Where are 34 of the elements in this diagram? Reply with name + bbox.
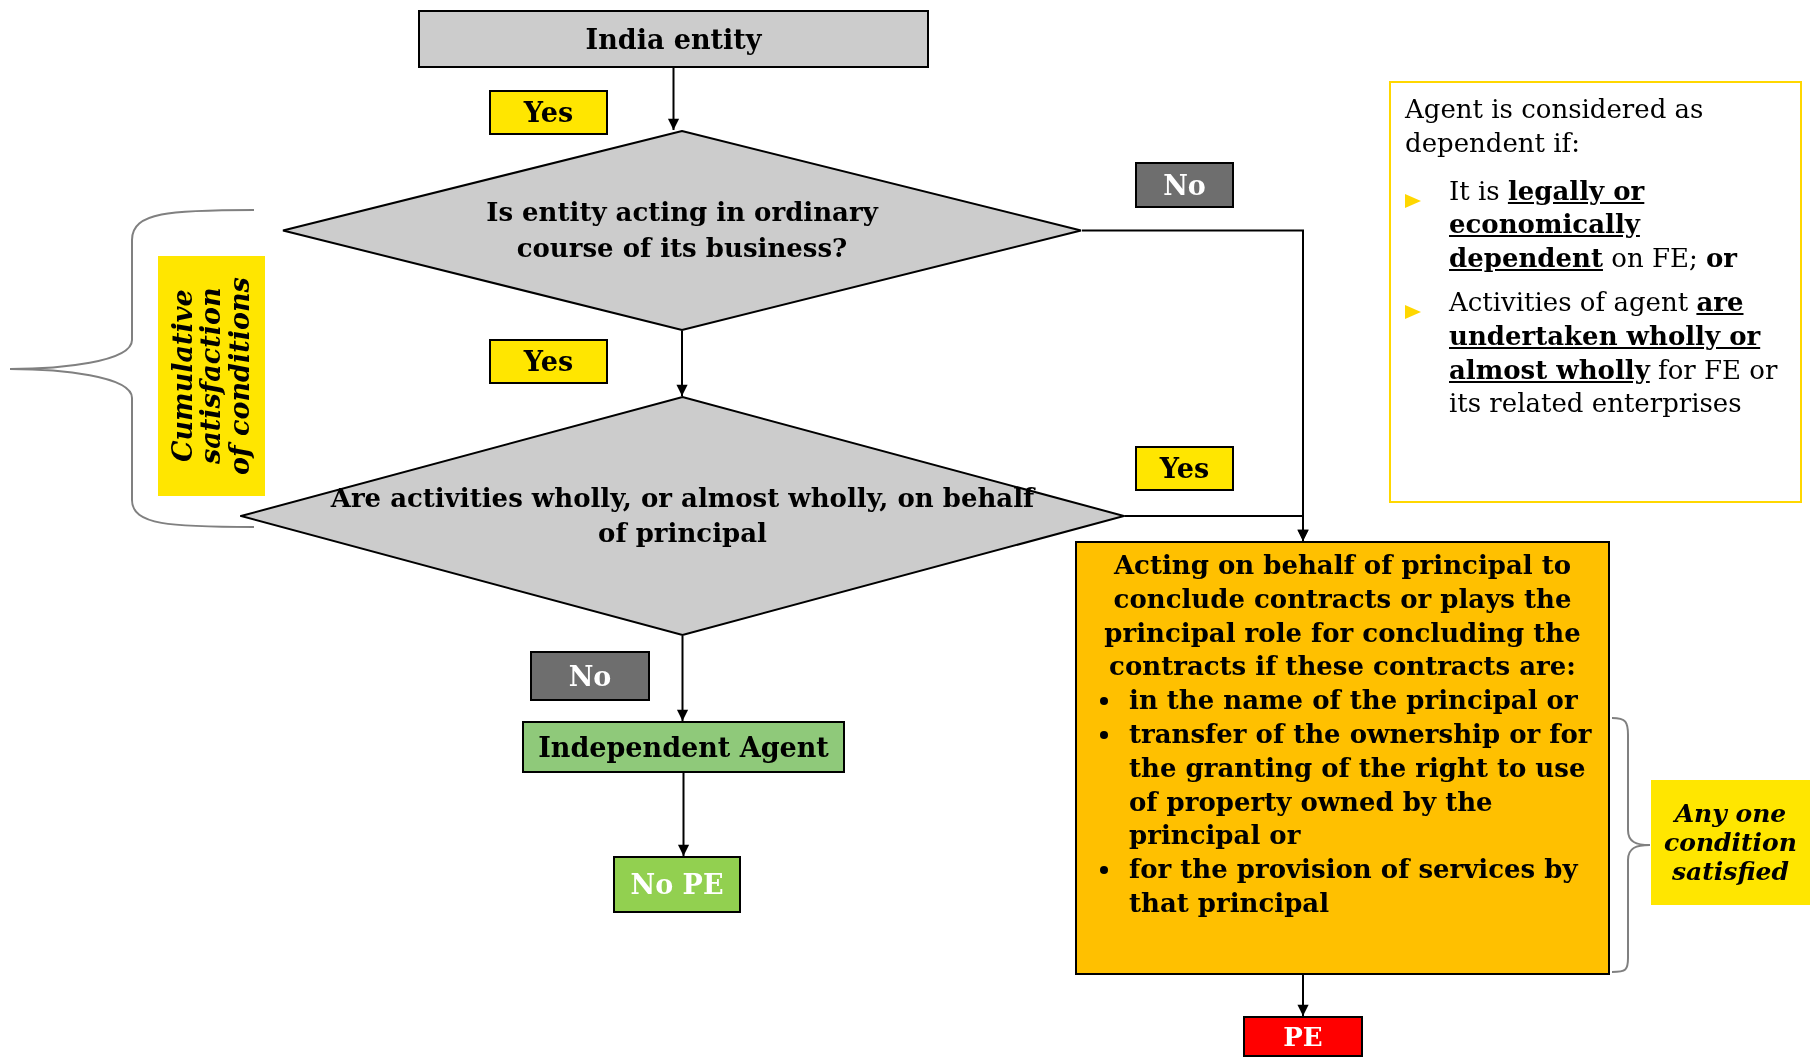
box-text: India entity — [585, 23, 762, 55]
result-box — [613, 856, 741, 913]
question-text: Are activities wholly, or almost wholly, on behalf of principal — [329, 481, 1037, 550]
bullet-text: Activities of agent are undertaken wholly or almost wholly for FE or its related enterprises — [1449, 286, 1779, 421]
process-box — [418, 10, 929, 68]
arrow — [677, 772, 690, 857]
note-heading: Agent is considered as dependent if: — [1405, 93, 1705, 160]
box-text: PE — [1283, 1021, 1323, 1052]
box-text: Independent Agent — [538, 731, 829, 763]
edge-label: No — [1135, 162, 1234, 208]
bullet-text: in the name of the principal or — [1129, 684, 1578, 718]
question-text: Is entity acting in ordinary course of its business? — [485, 196, 880, 265]
edge-label: No — [530, 651, 650, 701]
arrow — [1297, 974, 1309, 1017]
condition-box — [1075, 541, 1610, 975]
result-box — [1243, 1016, 1363, 1057]
note-box — [158, 256, 265, 496]
condition-text: Acting on behalf of principal to conclude contracts or plays the principal role for concluding the contracts if these contracts are: — [1103, 549, 1582, 684]
process-box — [522, 721, 845, 773]
edge-label: Yes — [489, 339, 608, 384]
box-text: No PE — [630, 869, 724, 900]
note-box — [1651, 780, 1810, 905]
decision-diamond — [282, 130, 1082, 331]
edge-label: Yes — [489, 90, 608, 135]
note-text: Cumulative satisfaction of conditions — [169, 276, 254, 476]
arrow — [667, 67, 680, 131]
note-box — [1389, 81, 1802, 503]
edge-label: Yes — [1135, 446, 1234, 491]
bullet-text: It is legally or economically dependent on FE; or — [1449, 174, 1739, 276]
bullet-text: for the provision of services by that principal — [1129, 853, 1580, 920]
box-text: Any one condition satisfied — [1663, 799, 1798, 886]
arrow — [676, 635, 689, 722]
arrow — [676, 330, 688, 397]
arrow — [1124, 515, 1309, 542]
